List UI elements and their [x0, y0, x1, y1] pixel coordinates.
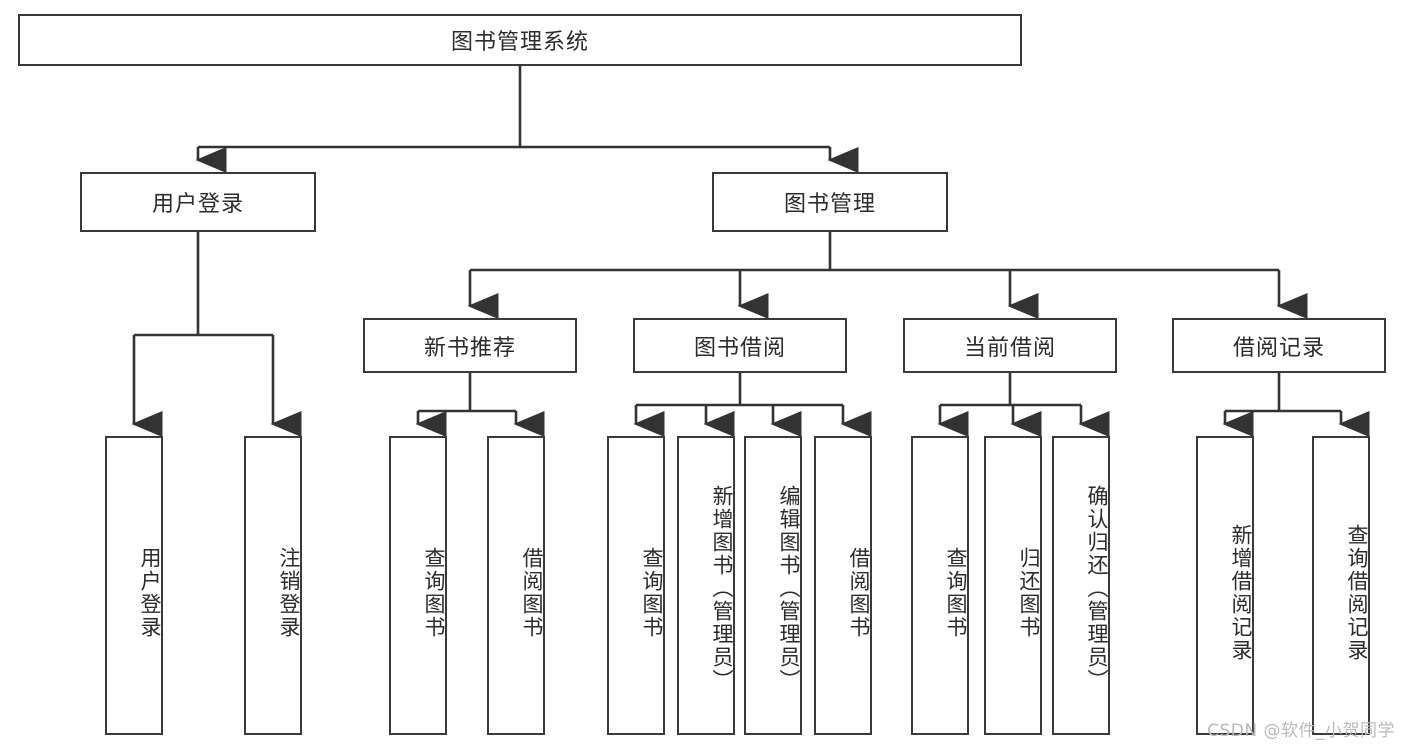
node-borrow-record-label: 借阅记录: [1232, 335, 1325, 361]
node-user-login-label: 用户登录: [151, 192, 244, 217]
node-book-borrow-label: 图书借阅: [693, 335, 786, 361]
node-leaf-query-book-1-label: 查询图书: [422, 546, 446, 639]
node-leaf-borrow-book-2[interactable]: 借阅图书: [814, 436, 872, 735]
node-leaf-query-book-3[interactable]: 查询图书: [911, 436, 969, 735]
node-leaf-borrow-book-1[interactable]: 借阅图书: [487, 436, 545, 735]
node-leaf-query-book-3-label: 查询图书: [944, 546, 968, 639]
node-leaf-edit-book-label: 编辑图书（管理员）: [777, 485, 801, 692]
node-root-label: 图书管理系统: [450, 30, 589, 55]
node-new-book-rec[interactable]: 新书推荐: [363, 318, 577, 373]
node-leaf-logout-label: 注销登录: [277, 546, 301, 639]
node-leaf-query-record[interactable]: 查询借阅记录: [1312, 436, 1370, 735]
node-book-manage[interactable]: 图书管理: [712, 172, 948, 232]
node-book-borrow[interactable]: 图书借阅: [633, 318, 847, 373]
node-leaf-add-record[interactable]: 新增借阅记录: [1196, 436, 1254, 735]
node-root[interactable]: 图书管理系统: [18, 14, 1022, 66]
node-leaf-query-book-2[interactable]: 查询图书: [607, 436, 665, 735]
node-leaf-add-book[interactable]: 新增图书（管理员）: [677, 436, 735, 735]
node-leaf-return-book-label: 归还图书: [1017, 546, 1041, 639]
node-leaf-user-login[interactable]: 用户登录: [105, 436, 163, 735]
node-leaf-query-record-label: 查询借阅记录: [1345, 523, 1369, 662]
node-leaf-borrow-book-1-label: 借阅图书: [520, 546, 544, 639]
node-leaf-add-record-label: 新增借阅记录: [1229, 523, 1253, 662]
node-borrow-record[interactable]: 借阅记录: [1172, 318, 1386, 373]
node-leaf-query-book-2-label: 查询图书: [640, 546, 664, 639]
node-leaf-confirm-return[interactable]: 确认归还（管理员）: [1052, 436, 1110, 735]
node-leaf-return-book[interactable]: 归还图书: [984, 436, 1042, 735]
csdn-watermark: CSDN @软件_小贺同学: [1207, 721, 1395, 741]
node-new-book-rec-label: 新书推荐: [423, 335, 516, 361]
node-leaf-user-login-label: 用户登录: [138, 546, 162, 639]
node-book-manage-label: 图书管理: [783, 192, 876, 217]
node-current-borrow-label: 当前借阅: [963, 335, 1056, 361]
node-leaf-borrow-book-2-label: 借阅图书: [847, 546, 871, 639]
node-leaf-add-book-label: 新增图书（管理员）: [710, 485, 734, 692]
node-leaf-query-book-1[interactable]: 查询图书: [389, 436, 447, 735]
node-leaf-edit-book[interactable]: 编辑图书（管理员）: [744, 436, 802, 735]
node-user-login[interactable]: 用户登录: [80, 172, 316, 232]
node-leaf-logout[interactable]: 注销登录: [244, 436, 302, 735]
node-leaf-confirm-return-label: 确认归还（管理员）: [1085, 485, 1109, 692]
node-current-borrow[interactable]: 当前借阅: [903, 318, 1117, 373]
